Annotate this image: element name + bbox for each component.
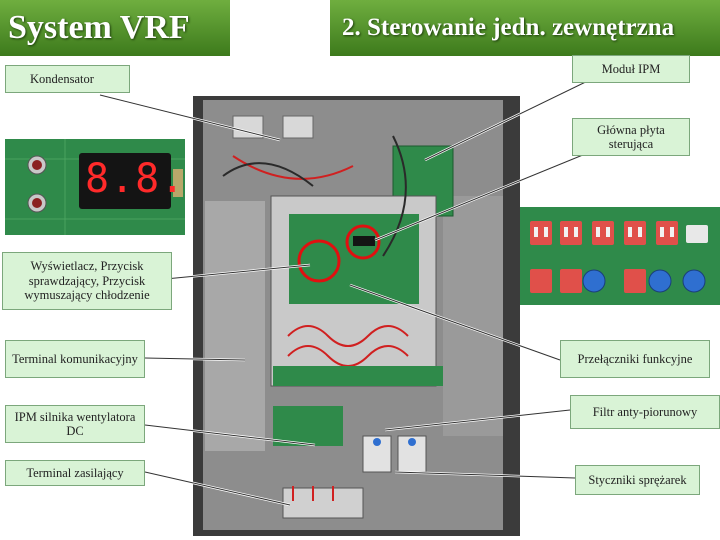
- label-styczniki: Styczniki sprężarek: [575, 465, 700, 495]
- slide-subtitle: 2. Sterowanie jedn. zewnętrzna: [342, 14, 675, 41]
- header-right-bar: 2. Sterowanie jedn. zewnętrzna: [330, 0, 720, 56]
- control-box-photo: [193, 96, 520, 536]
- page-title: System VRF: [8, 9, 190, 46]
- label-glowna-plyta: Główna płyta sterująca: [572, 118, 690, 156]
- dip-switch-photo: [510, 207, 720, 305]
- label-filtr: Filtr anty-piorunowy: [570, 395, 720, 429]
- label-terminal-komunikacyjny: Terminal komunikacyjny: [5, 340, 145, 378]
- label-ipm-silnika: IPM silnika wentylatora DC: [5, 405, 145, 443]
- header-left-bar: System VRF: [0, 0, 230, 56]
- led-display-photo: 8.8.8: [5, 139, 185, 235]
- label-modul-ipm: Moduł IPM: [572, 55, 690, 83]
- label-terminal-zasilajacy: Terminal zasilający: [5, 460, 145, 486]
- label-kondensator: Kondensator: [5, 65, 130, 93]
- led-digits: 8.8.8: [85, 156, 185, 202]
- label-wyswietlacz: Wyświetlacz, Przycisk sprawdzający, Przy…: [2, 252, 172, 310]
- label-przelaczniki: Przełączniki funkcyjne: [560, 340, 710, 378]
